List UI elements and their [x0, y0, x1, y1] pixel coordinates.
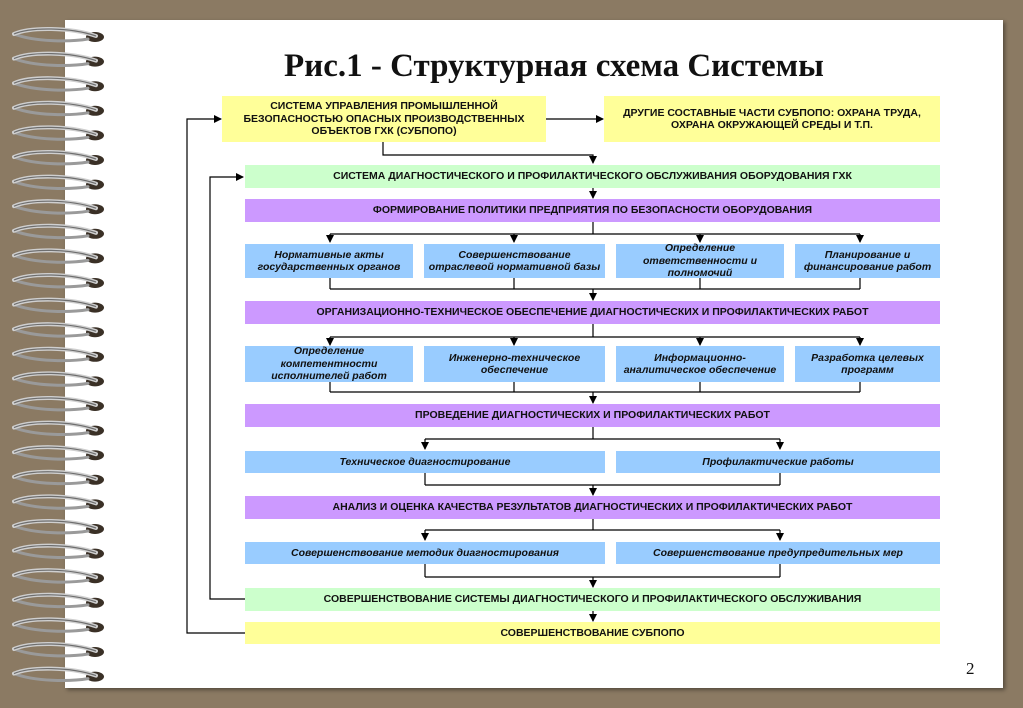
org-item-2: Инженерно-техническое обеспечение: [424, 346, 605, 382]
policy-item-4: Планирование и финансирование работ: [795, 244, 940, 278]
policy-item-3: Определение ответственности и полномочий: [616, 242, 784, 279]
org-support-box: ОРГАНИЗАЦИОННО-ТЕХНИЧЕСКОЕ ОБЕСПЕЧЕНИЕ Д…: [245, 301, 940, 324]
page-title: Рис.1 - Структурная схема Системы: [284, 48, 824, 84]
org-item-3: Информационно-аналитическое обеспечение: [616, 346, 784, 382]
conduct-item-2: Профилактические работы: [616, 451, 940, 473]
conduct-item-1: Техническое диагностирование: [245, 451, 605, 473]
analysis-box: АНАЛИЗ И ОЦЕНКА КАЧЕСТВА РЕЗУЛЬТАТОВ ДИА…: [245, 496, 940, 519]
diag-system-box: СИСТЕМА ДИАГНОСТИЧЕСКОГО И ПРОФИЛАКТИЧЕС…: [245, 165, 940, 188]
policy-item-1: Нормативные акты государственных органов: [245, 244, 413, 278]
org-item-1: Определение компетентности исполнителей …: [245, 345, 413, 382]
page-number: 2: [966, 659, 975, 678]
analysis-item-2: Совершенствование предупредительных мер: [616, 542, 940, 564]
subbopo-box: СИСТЕМА УПРАВЛЕНИЯ ПРОМЫШЛЕННОЙ БЕЗОПАСН…: [222, 96, 546, 142]
improve-subbopo-box: СОВЕРШЕНСТВОВАНИЕ СУБПОПО: [245, 622, 940, 644]
org-item-4: Разработка целевых программ: [795, 346, 940, 382]
analysis-item-1: Совершенствование методик диагностирован…: [245, 542, 605, 564]
policy-box: ФОРМИРОВАНИЕ ПОЛИТИКИ ПРЕДПРИЯТИЯ ПО БЕЗ…: [245, 199, 940, 222]
other-parts-box: ДРУГИЕ СОСТАВНЫЕ ЧАСТИ СУБПОПО: ОХРАНА Т…: [604, 96, 940, 142]
improve-diag-box: СОВЕРШЕНСТВОВАНИЕ СИСТЕМЫ ДИАГНОСТИЧЕСКО…: [245, 588, 940, 611]
policy-item-2: Совершенствование отраслевой нормативной…: [424, 244, 605, 278]
conduct-box: ПРОВЕДЕНИЕ ДИАГНОСТИЧЕСКИХ И ПРОФИЛАКТИЧ…: [245, 404, 940, 427]
